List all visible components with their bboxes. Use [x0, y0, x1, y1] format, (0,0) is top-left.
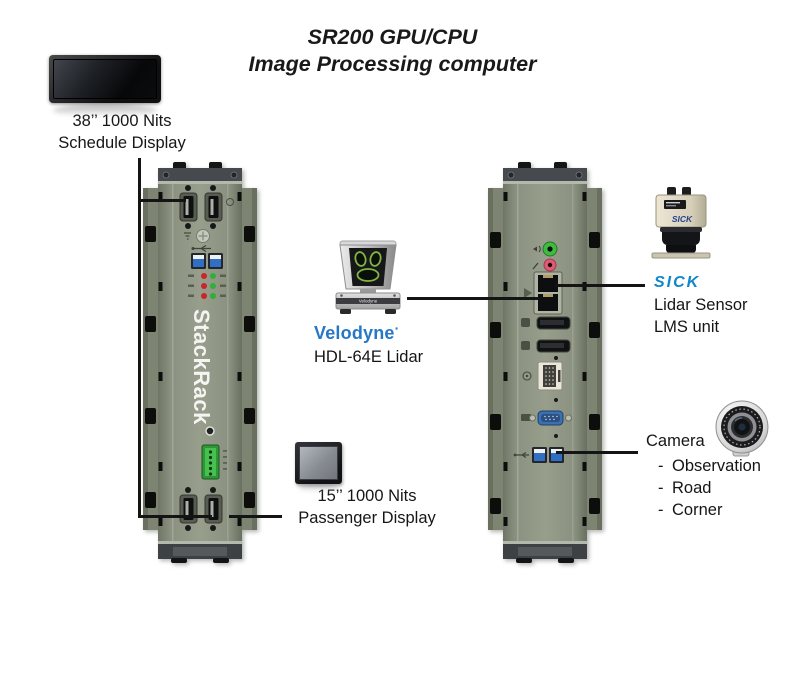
vga-port	[529, 410, 572, 426]
schedule-display-reflection	[53, 104, 157, 117]
passenger-display-screen	[299, 446, 338, 480]
panel-seam-left	[517, 184, 519, 543]
schedule-display-monitor	[49, 55, 161, 103]
rj45-ports	[533, 271, 563, 315]
camera-item-corner: Corner	[672, 501, 723, 519]
lan-icon	[524, 288, 532, 298]
power-terminal-block	[201, 444, 227, 480]
camera-title: Camera	[646, 432, 705, 450]
lidar-base: Velodyne	[335, 292, 401, 314]
audio-jack-lineout	[542, 241, 558, 257]
body-clips	[158, 192, 242, 526]
sick-label-line2: LMS unit	[654, 318, 720, 336]
audio-jack-mic	[543, 258, 557, 272]
ground-icon	[184, 232, 191, 240]
usb-icon	[191, 244, 211, 253]
rack-brand-text: StackRack	[189, 309, 214, 425]
page-title: SR200 GPU/CPU Image Processing computer	[195, 24, 590, 78]
sensor-logo-text: SICK	[672, 214, 693, 224]
usb3-ports	[532, 447, 564, 463]
camera-label: Camera - Observation - Road - Corner	[646, 430, 761, 521]
lidar-neck	[360, 289, 376, 293]
camera-list-item: - Road	[646, 477, 761, 499]
list-bullet: -	[658, 479, 664, 497]
lidar-lenses	[354, 251, 382, 282]
connector-velodyne	[407, 297, 539, 300]
connector-passenger-display	[229, 515, 282, 518]
connector-schedule-top-branch	[138, 199, 186, 202]
screw	[553, 355, 559, 361]
panel-seam-right	[227, 184, 229, 543]
top-cap	[503, 162, 587, 184]
velodyne-model: HDL-64E Lidar	[314, 348, 424, 366]
list-bullet: -	[658, 457, 664, 475]
top-cap	[158, 162, 242, 184]
sensor-head: SICK	[655, 194, 707, 228]
left-rack-computer: StackRack	[143, 162, 257, 563]
velodyne-lidar: Velodyne	[335, 240, 401, 314]
camera-lens-highlight	[734, 417, 743, 422]
right-rack-computer	[488, 162, 602, 563]
sick-brand: SICK	[654, 274, 701, 291]
dp-icon	[226, 198, 234, 206]
sensor-scanner-drum	[651, 227, 711, 259]
displayport-slot-1	[521, 316, 571, 330]
passenger-display-label-line2: Passenger Display	[298, 509, 436, 527]
mic-icon	[532, 262, 539, 270]
passenger-display-label-line1: 15’’ 1000 Nits	[317, 487, 417, 505]
camera-list-item: - Observation	[646, 455, 761, 477]
usb3-ports	[191, 253, 223, 269]
round-button	[205, 426, 215, 436]
passenger-display-reflection	[299, 484, 339, 492]
sick-label: SICK Lidar Sensor LMS unit	[654, 272, 748, 338]
bottom-cap	[503, 541, 587, 563]
camera-lens	[715, 400, 769, 457]
list-bullet: -	[658, 501, 664, 519]
panel-seam-left	[172, 184, 174, 543]
title-line2: Image Processing computer	[248, 52, 537, 76]
camera-item-observation: Observation	[672, 457, 761, 475]
screw	[553, 433, 559, 439]
dvi-icon	[522, 371, 532, 381]
camera-list: - Observation - Road - Corner	[646, 455, 761, 521]
sick-lidar-sensor: SICK	[651, 187, 711, 259]
velodyne-brand: Velodyne·	[314, 320, 400, 343]
mounting-rail-right	[585, 188, 602, 530]
schedule-display-label-line2: Schedule Display	[58, 134, 186, 152]
sick-label-line1: Lidar Sensor	[654, 296, 748, 314]
camera-list-item: - Corner	[646, 499, 761, 521]
camera-lens-core	[738, 423, 746, 431]
led-indicators	[188, 273, 226, 299]
camera-item-road: Road	[672, 479, 712, 497]
passenger-display-label: 15’’ 1000 Nits Passenger Display	[272, 485, 462, 529]
displayport-slot-2	[521, 339, 571, 353]
vga-icon	[521, 414, 531, 421]
title-line1: SR200 GPU/CPU	[307, 25, 478, 49]
passenger-display-monitor	[295, 442, 342, 484]
dvi-port	[537, 361, 563, 391]
displayport-icon	[521, 341, 530, 350]
audio-out-icon	[533, 245, 541, 253]
panel-seam-right	[572, 184, 574, 543]
mounting-rail-right	[240, 188, 257, 530]
displayport-icon	[521, 318, 530, 327]
grounding-screw	[184, 229, 210, 243]
bottom-cap	[158, 541, 242, 563]
usb-icon	[513, 451, 529, 459]
connector-schedule-vertical	[138, 158, 141, 518]
schedule-display-screen	[53, 59, 157, 99]
mounting-rail-left	[488, 188, 505, 530]
lidar-base-logo: Velodyne	[359, 299, 378, 304]
camera-ring-text	[723, 408, 761, 446]
velodyne-label: Velodyne· HDL-64E Lidar	[314, 317, 423, 368]
screw	[553, 397, 559, 403]
displayport-ports-top	[179, 185, 234, 229]
connector-schedule-bottom-branch	[138, 515, 212, 518]
connector-camera	[556, 451, 638, 454]
connector-sick	[555, 284, 645, 287]
mounting-rail-left	[143, 188, 160, 530]
